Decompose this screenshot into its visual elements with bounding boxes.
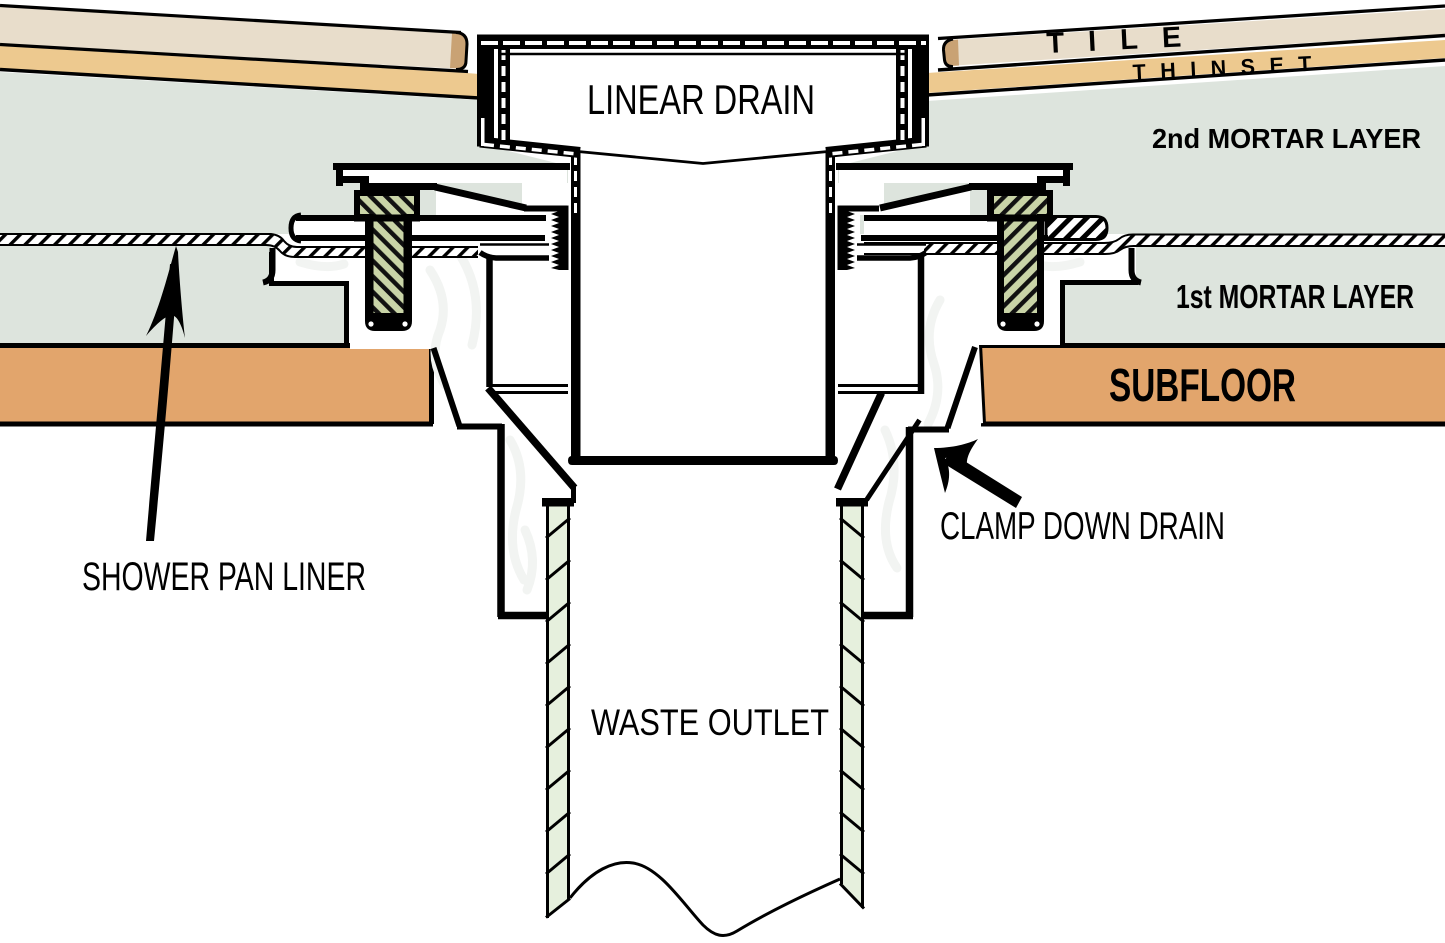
svg-text:TILE: TILE xyxy=(1046,20,1206,60)
svg-text:CLAMP DOWN DRAIN: CLAMP DOWN DRAIN xyxy=(940,505,1225,548)
svg-text:1st MORTAR LAYER: 1st MORTAR LAYER xyxy=(1176,278,1414,315)
svg-text:LINEAR DRAIN: LINEAR DRAIN xyxy=(587,76,815,123)
svg-text:2nd MORTAR LAYER: 2nd MORTAR LAYER xyxy=(1152,123,1421,154)
svg-text:SUBFLOOR: SUBFLOOR xyxy=(1109,359,1296,411)
svg-text:SHOWER PAN LINER: SHOWER PAN LINER xyxy=(82,555,366,599)
svg-text:WASTE OUTLET: WASTE OUTLET xyxy=(591,701,829,743)
